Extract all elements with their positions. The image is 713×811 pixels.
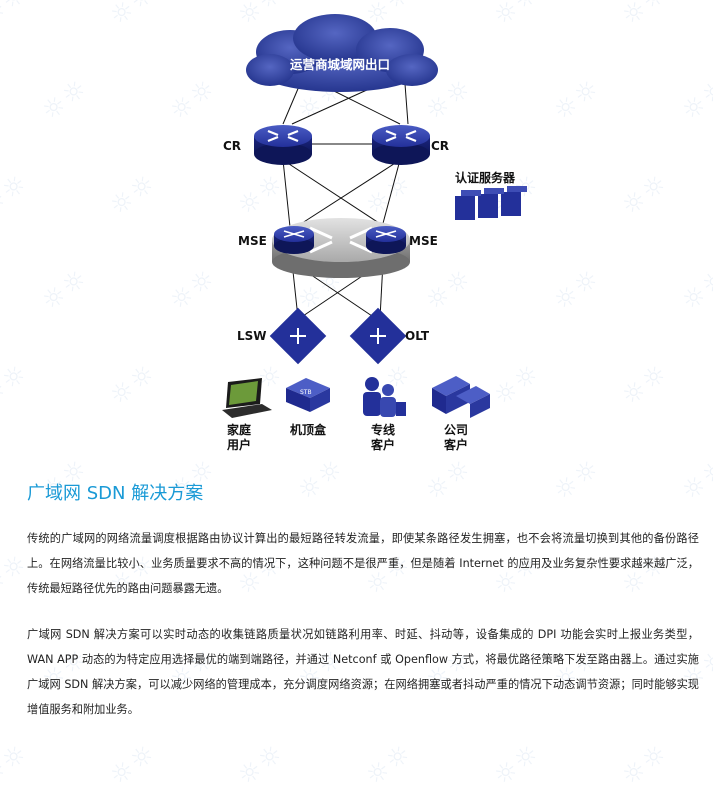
endpoint-label-line2: 客户 <box>370 438 395 452</box>
cr-router-left-icon <box>254 125 312 165</box>
endpoint-home-user-label: 家庭 用户 <box>224 423 254 453</box>
cloud-label: 运营商城域网出口 <box>289 57 390 72</box>
watermark-mark: ☼☼ <box>232 737 291 793</box>
enterprise-people-icon <box>363 377 406 417</box>
endpoint-leased-line-label: 专线 客户 <box>368 423 398 453</box>
cr-left-label: CR <box>223 139 242 153</box>
watermark-mark: ☼☼ <box>360 737 419 793</box>
watermark-mark: ☼☼ <box>0 737 35 793</box>
network-topology-diagram: STB <box>222 14 527 418</box>
cr-right-label: CR <box>431 139 450 153</box>
endpoint-label-line1: 公司 <box>443 423 468 437</box>
cr-router-right-icon <box>372 125 430 165</box>
endpoint-set-top-box-label: 机顶盒 <box>286 423 330 438</box>
endpoint-company-label: 公司 客户 <box>441 423 471 453</box>
watermark-mark: ☼☼ <box>488 737 547 793</box>
cloud-icon <box>246 14 438 92</box>
endpoint-label-line2: 客户 <box>443 438 468 452</box>
olt-label: OLT <box>405 329 430 343</box>
paragraph-2: 广域网 SDN 解决方案可以实时动态的收集链路质量状况如链路利用率、时延、抖动等… <box>27 628 699 716</box>
endpoint-label-line1: 机顶盒 <box>289 423 326 437</box>
auth-server-label: 认证服务器 <box>455 171 516 185</box>
mse-right-label: MSE <box>409 234 438 248</box>
links <box>282 83 409 319</box>
mse-router-right-icon <box>366 226 406 254</box>
lsw-label: LSW <box>237 329 267 343</box>
lsw-switch-icon <box>269 307 327 365</box>
paragraph-1: 传统的广域网的网络流量调度根据路由协议计算出的最短路径转发流量，即使某条路径发生… <box>27 532 699 595</box>
endpoint-label-line1: 家庭 <box>226 423 251 437</box>
mse-router-left-icon <box>274 226 314 254</box>
mse-left-label: MSE <box>238 234 267 248</box>
auth-server-icon <box>455 186 527 220</box>
laptop-icon <box>222 378 272 418</box>
watermark-mark: ☼☼ <box>104 737 163 793</box>
section-heading: 广域网 SDN 解决方案 <box>27 483 204 504</box>
endpoint-label-line1: 专线 <box>370 423 395 437</box>
olt-switch-icon <box>349 307 407 365</box>
watermark-mark: ☼☼ <box>616 737 675 793</box>
stb-text: STB <box>300 389 312 396</box>
set-top-box-icon: STB <box>286 378 330 412</box>
endpoint-label-line2: 用户 <box>226 438 251 452</box>
company-building-icon <box>432 376 490 418</box>
